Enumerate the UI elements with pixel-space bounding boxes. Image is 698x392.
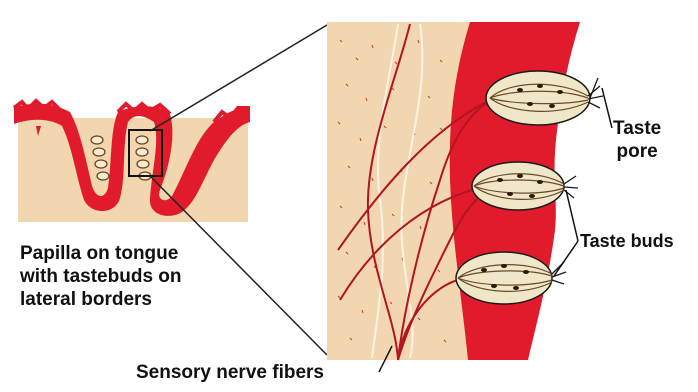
taste-pore-label-line-2: pore (613, 141, 661, 164)
papilla-label-line-1: Papilla on tongue (20, 243, 182, 266)
taste-pore-label-line-1: Taste (613, 118, 661, 141)
pointer-taste-buds-2 (554, 241, 578, 276)
pointer-taste-buds-1 (566, 190, 578, 241)
pointer-taste-pore (602, 88, 612, 128)
taste-bud-middle (472, 162, 578, 210)
papilla-label-line-2: with tastebuds on (20, 266, 182, 289)
taste-buds-label: Taste buds (580, 231, 674, 253)
taste-pore-label: Taste pore (613, 118, 661, 164)
magnified-tissue (327, 22, 470, 360)
sensory-nerve-fibers-label: Sensory nerve fibers (136, 362, 324, 385)
papilla-label-line-3: lateral borders (20, 289, 182, 312)
magnified-view (327, 22, 603, 360)
papilla-cross-section (14, 101, 250, 222)
papilla-label: Papilla on tongue with tastebuds on late… (20, 243, 182, 311)
taste-pore-hairs (588, 78, 603, 108)
taste-bud-top (486, 71, 603, 125)
